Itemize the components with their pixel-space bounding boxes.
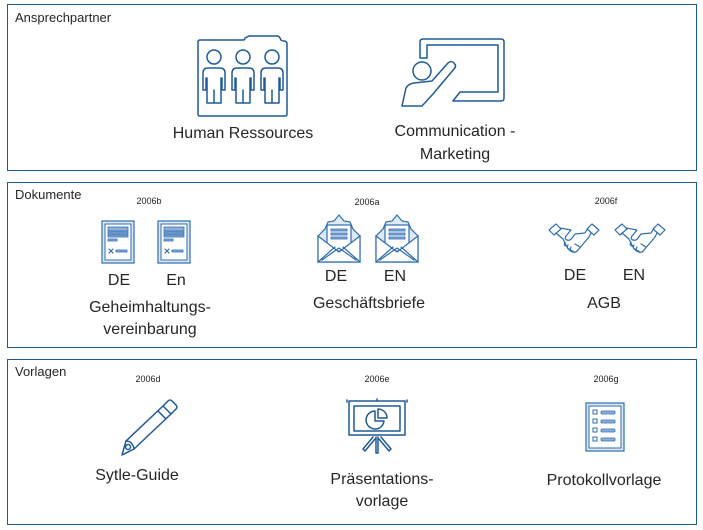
people-folder-icon [197,35,288,117]
section-title: Ansprechpartner [15,10,112,25]
pencil-icon [121,399,178,456]
item-label-line-2: vereinbarung [103,321,197,338]
presenter-board-icon [401,38,505,107]
document-code: 2006f [594,196,618,206]
item-label-line-2: Marketing [419,146,491,163]
language-en[interactable]: EN [383,268,407,285]
handshake-icon [548,223,600,253]
document-icon [101,220,135,264]
item-label: Human Ressources [172,125,314,142]
document-icon [157,220,191,264]
item-label-line-2: vorlage [355,493,409,510]
section-dokumente: Dokumente [7,182,697,348]
item-label-line-1: Communication - [394,123,516,140]
section-ansprechpartner: Ansprechpartner [7,4,697,171]
document-code: 2006a [354,197,380,207]
presentation-pie-chart-icon [346,398,408,454]
item-label: Protokollvorlage [546,472,662,489]
item-label-line-1: Präsentations- [330,471,434,488]
open-envelope-letter-icon [375,214,419,263]
document-code: 2006e [364,374,390,384]
document-code: 2006g [593,374,619,384]
section-vorlagen: Vorlagen [7,359,697,525]
document-code: 2006b [136,196,162,206]
handshake-icon [614,223,666,253]
language-en[interactable]: En [166,272,186,289]
language-en[interactable]: EN [622,267,646,284]
item-label: Geschäftsbriefe [312,295,426,312]
item-label: Sytle-Guide [95,467,179,484]
language-de[interactable]: DE [324,268,348,285]
language-de[interactable]: DE [107,272,131,289]
checklist-icon [585,402,625,452]
section-title: Vorlagen [15,364,67,379]
section-title: Dokumente [15,187,82,202]
item-label: AGB [587,295,621,312]
language-de[interactable]: DE [563,267,587,284]
open-envelope-letter-icon [317,214,361,263]
document-code: 2006d [135,374,161,384]
item-label-line-1: Geheimhaltungs- [89,299,211,316]
